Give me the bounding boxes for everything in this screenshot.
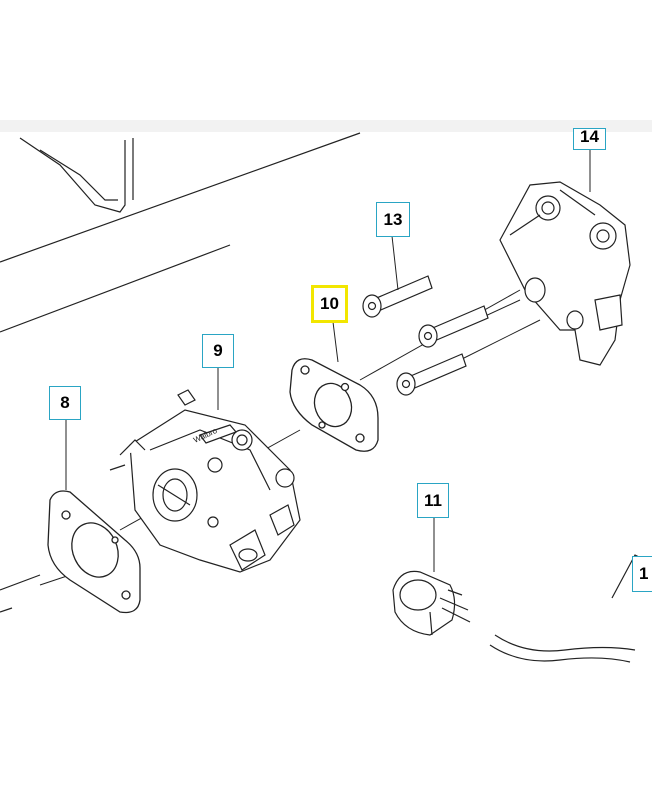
callout-13[interactable]: 13 [376, 202, 410, 237]
callout-8[interactable]: 8 [49, 386, 81, 420]
cable-line [489, 554, 646, 663]
callout-14[interactable]: 14 [573, 127, 606, 150]
callout-11[interactable]: 11 [417, 483, 449, 518]
callout-9[interactable]: 9 [202, 334, 234, 368]
intake-adapter-14 [499, 181, 631, 366]
engine-housing-outline [0, 132, 361, 613]
callout-10-selected[interactable]: 10 [311, 285, 348, 323]
callout-1-partial[interactable]: 1 [632, 556, 652, 592]
screws-13 [362, 275, 489, 396]
connector-11 [392, 570, 471, 636]
gasket-10 [289, 358, 379, 452]
top-band [0, 120, 652, 132]
carburetor-9 [109, 389, 301, 573]
gasket-8 [47, 490, 141, 614]
leader-lines [65, 150, 591, 572]
